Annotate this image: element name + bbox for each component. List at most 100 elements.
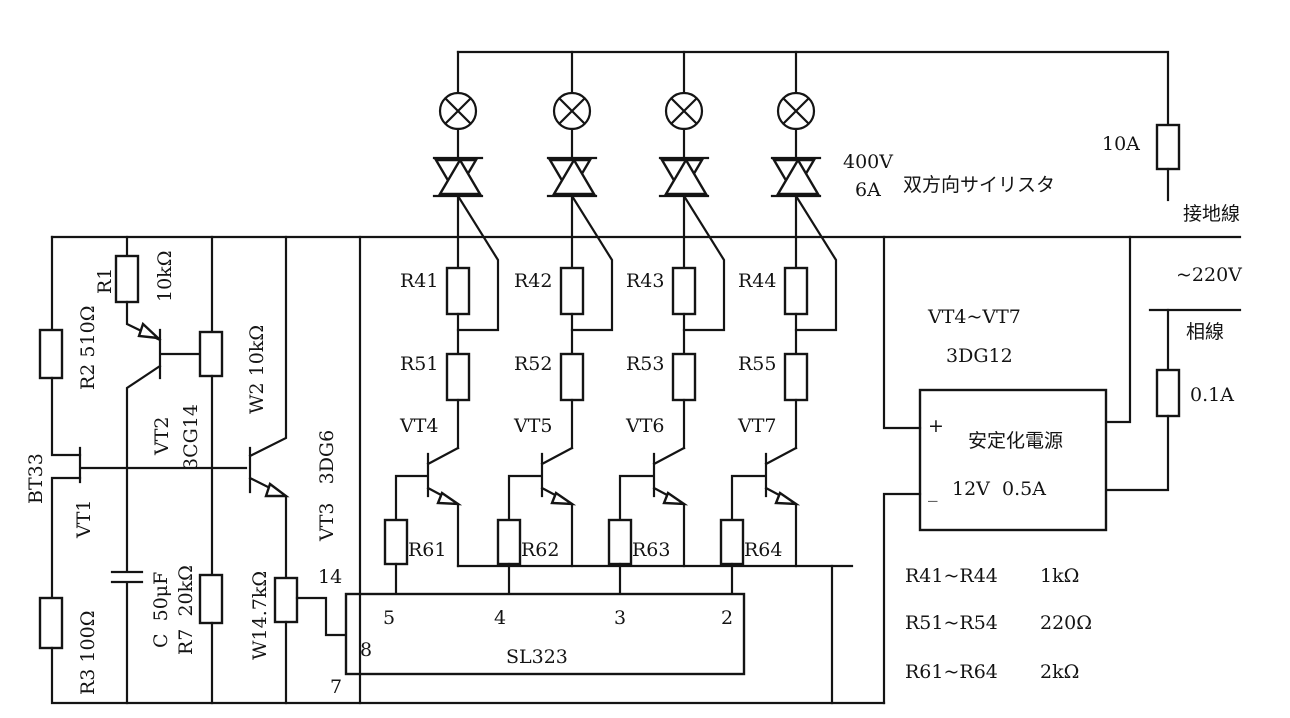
ch4-resistor-r5 bbox=[783, 352, 809, 402]
value-name-r4: R41~R44 bbox=[905, 565, 998, 587]
ujt-vt1 bbox=[78, 446, 248, 484]
ch1-r6-label: R61 bbox=[408, 539, 446, 561]
ch3-vt-label: VT6 bbox=[625, 415, 664, 437]
top-bus-wire bbox=[456, 50, 1170, 127]
ch2-triac-down-icon bbox=[551, 157, 597, 196]
phase-to-psu-wire bbox=[1104, 414, 1170, 492]
ujt-base2-wire bbox=[50, 476, 82, 600]
r1-label: R1 bbox=[94, 268, 116, 294]
psu-transistors-label: VT4~VT7 bbox=[927, 306, 1021, 328]
ch2-r5-label: R52 bbox=[514, 353, 552, 375]
fuse-0-1a bbox=[1155, 368, 1181, 418]
resistor-r1 bbox=[114, 254, 140, 304]
ch4-triac-down-icon bbox=[775, 157, 821, 196]
pot-w2 bbox=[198, 330, 224, 378]
earth-line-label: 接地線 bbox=[1183, 203, 1240, 225]
psu-name-label: 安定化電源 bbox=[968, 430, 1063, 452]
vt2-type-label: 3CG14 bbox=[180, 404, 202, 470]
capacitor-c-label: C 50μF bbox=[150, 572, 172, 648]
ch4-r6-label: R64 bbox=[744, 539, 782, 561]
ch1-triac-down-icon bbox=[437, 157, 483, 196]
vt3-arrow-icon bbox=[264, 482, 290, 498]
ch2-transistor-vt bbox=[507, 446, 574, 568]
ch3-triac-down-icon bbox=[663, 157, 709, 196]
ch4-vt-arrow-icon bbox=[774, 491, 801, 506]
ch3-vt-arrow-icon bbox=[662, 491, 689, 506]
ch3-resistor-r6 bbox=[607, 518, 633, 566]
psu-minus-wire bbox=[882, 492, 922, 705]
ch2-r4-label: R42 bbox=[514, 270, 552, 292]
ch1-r4-label: R41 bbox=[400, 270, 438, 292]
ch1-transistor-vt bbox=[394, 446, 460, 568]
ch3-resistor-r5 bbox=[671, 352, 697, 402]
ch4-resistor-r4 bbox=[783, 266, 809, 316]
ch2-resistor-r6 bbox=[496, 518, 522, 566]
ic-name-label: SL323 bbox=[506, 646, 568, 668]
triac-current-label: 6A bbox=[855, 179, 881, 201]
psu-minus-label: _ bbox=[928, 480, 938, 502]
ch1-resistor-r5 bbox=[445, 352, 471, 402]
ch2-vt-label: VT5 bbox=[513, 415, 552, 437]
value-r4: 1kΩ bbox=[1040, 565, 1079, 587]
value-r5: 220Ω bbox=[1040, 612, 1092, 634]
psu-plus-wire bbox=[882, 235, 922, 430]
ch1-resistor-r4 bbox=[445, 266, 471, 316]
pin-7-label: 7 bbox=[330, 676, 342, 698]
ch1-vt-label: VT4 bbox=[399, 415, 438, 437]
r1-value-label: 10kΩ bbox=[154, 251, 176, 302]
vt2-arrow-icon bbox=[137, 321, 162, 340]
psu-plus-label: + bbox=[928, 415, 944, 437]
resistor-r2 bbox=[38, 328, 64, 380]
vt2-transistor bbox=[125, 300, 202, 572]
ch2-lamp-cross bbox=[558, 97, 586, 125]
resistor-r7 bbox=[198, 573, 224, 625]
phase-line-label: 相線 bbox=[1186, 321, 1224, 343]
ch3-triac-gate-wire bbox=[682, 194, 726, 332]
r3-bottom-wire bbox=[50, 646, 886, 705]
ch3-transistor-vt bbox=[618, 446, 686, 568]
ch4-resistor-r6 bbox=[719, 518, 745, 566]
ch4-r5-label: R55 bbox=[738, 353, 776, 375]
ch4-transistor-vt bbox=[730, 446, 798, 568]
ch3-r6-label: R63 bbox=[632, 539, 670, 561]
earth-to-psu-wire bbox=[1104, 235, 1132, 424]
mains-voltage-label: ~220V bbox=[1176, 264, 1242, 286]
ch4-lamp-cross bbox=[782, 97, 810, 125]
ic-sl323 bbox=[344, 592, 746, 676]
pot-w1 bbox=[273, 576, 299, 624]
ic-pin5-label: 5 bbox=[383, 607, 395, 629]
vt3-label: VT3 3DG6 bbox=[316, 430, 338, 542]
ch2-r6-label: R62 bbox=[521, 539, 559, 561]
ch2-triac-gate-wire bbox=[570, 194, 614, 332]
ic-pin3-label: 3 bbox=[614, 607, 626, 629]
ch3-lamp-cross bbox=[670, 97, 698, 125]
triac-voltage-label: 400V bbox=[843, 151, 893, 173]
r2-label: R2 510Ω bbox=[77, 306, 99, 390]
ch1-resistor-r6 bbox=[383, 518, 409, 566]
r3-label: R3 100Ω bbox=[77, 611, 99, 695]
w1-label: W14.7kΩ bbox=[249, 571, 271, 660]
ch2-resistor-r5 bbox=[559, 352, 585, 402]
ch3-r4-label: R43 bbox=[626, 270, 664, 292]
value-name-r6: R61~R64 bbox=[905, 661, 998, 683]
triac-description: 双方向サイリスタ bbox=[903, 174, 1055, 196]
ch1-r5-label: R51 bbox=[400, 353, 438, 375]
fuse-10a bbox=[1155, 123, 1181, 171]
value-r6: 2kΩ bbox=[1040, 661, 1079, 683]
pin-14-label: 14 bbox=[318, 566, 342, 588]
ch1-triac-gate-wire bbox=[456, 194, 500, 332]
vt2-label: VT2 bbox=[151, 417, 173, 456]
bt33-label: BT33 bbox=[25, 453, 47, 504]
ch4-r4-label: R44 bbox=[738, 270, 776, 292]
regulated-psu-box bbox=[918, 388, 1108, 532]
lamp-channels: R41R51VT4R61R42R52VT5R62R43R53VT6R63R44R… bbox=[383, 50, 838, 596]
psu-type-label: 3DG12 bbox=[946, 345, 1013, 367]
ic-pin8-label: 8 bbox=[360, 639, 372, 661]
ch2-resistor-r4 bbox=[559, 266, 585, 316]
ch3-resistor-r4 bbox=[671, 266, 697, 316]
ch1-lamp-cross bbox=[444, 97, 472, 125]
w2-label: W2 10kΩ bbox=[246, 325, 268, 414]
ch4-triac-gate-wire bbox=[794, 194, 838, 332]
